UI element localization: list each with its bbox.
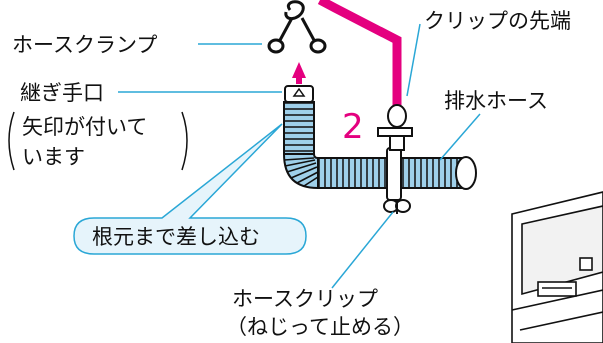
step-number: 2 (342, 107, 364, 147)
note-bracket-right (181, 111, 188, 171)
clip-tip-label: クリップの先端 (424, 9, 571, 33)
leader-lines (118, 23, 481, 289)
move-arrow (317, 0, 402, 116)
hose-clip-icon (377, 104, 413, 214)
arrow-note-line2: います (22, 145, 85, 169)
drain-hose-end (455, 156, 477, 190)
joint-port-label: 継ぎ手口 (20, 81, 104, 105)
hose-clamp-icon (267, 0, 327, 54)
note-bracket-left (8, 111, 15, 171)
joint-port-icon (284, 85, 314, 103)
insert-callout-text: 根元まで差し込む (92, 225, 260, 249)
hose-clip-label: ホースクリップ (232, 287, 378, 311)
insert-direction-arrow (292, 62, 306, 84)
hose-clip-note: （ねじって止める） (226, 315, 414, 339)
hose-vertical (283, 101, 315, 155)
hose-elbow-ribs (283, 157, 319, 187)
arrow-note-line1: 矢印が付いて (22, 115, 147, 139)
appliance-illustration (511, 191, 603, 343)
insert-callout-bubble (73, 123, 307, 255)
hose-clamp-label: ホースクランプ (12, 33, 157, 57)
drain-hose-label: 排水ホース (444, 89, 548, 113)
